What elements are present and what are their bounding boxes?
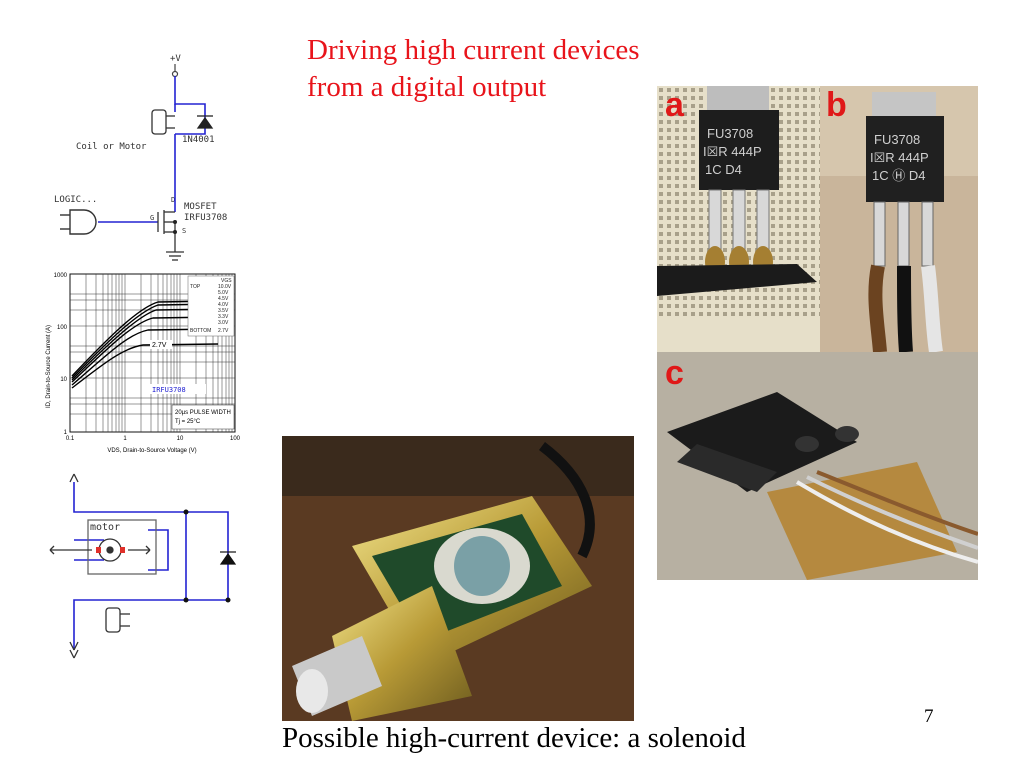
chip-b-line2: I☒R 444P [870,150,929,165]
curve-label: 2.7V [152,342,167,349]
legend-bottom: BOTTOM [190,328,211,334]
y-tick: 10 [60,377,67,383]
chip-a-line3: 1C D4 [705,162,742,177]
photo-b-mosfet-wires: FU3708 I☒R 444P 1C Ⓗ D4 b [820,86,978,352]
vgs-value: 3.5V [218,308,229,314]
x-tick: 100 [230,436,241,442]
vgs-value: 4.0V [218,302,229,308]
chip-b-line3: 1C Ⓗ D4 [872,168,925,183]
curve-10v [71,300,219,377]
graph-part-label: IRFU3708 [152,386,186,394]
vgs-value: 3.3V [218,314,229,320]
motor-schematic: motor [49,473,237,659]
legend-top: TOP [190,284,201,290]
vgs-value: 3.0V [218,320,229,326]
curve-5v [71,303,219,379]
photo-label-c: c [665,354,684,392]
vgs-value: 5.0V [218,290,229,296]
drain-label: D [171,196,175,204]
curve-4v [71,308,219,381]
legend-header: VGS [221,278,232,284]
title-line-1: Driving high current devices [307,34,640,66]
motor-label: motor [90,522,120,533]
chip-a-line2: I☒R 444P [703,144,762,159]
y-axis-label: ID, Drain-to-Source Current (A) [46,325,52,408]
pulse-label: 20µs PULSE WIDTH [175,410,231,416]
photo-label-a: a [665,86,685,124]
temp-label: Tj = 25°C [175,419,201,425]
y-tick: 100 [57,325,68,331]
source-label: S [182,227,186,235]
slide-title: Driving high current devices from a digi… [307,32,647,106]
photo-a-mosfet-breadboard: FU3708 I☒R 444P 1C D4 a [657,86,820,352]
curve-2v7 [71,343,219,389]
chip-b-line1: FU3708 [874,132,920,147]
vgs-value: 4.5V [218,296,229,302]
x-tick: 1 [123,436,127,442]
output-characteristic-graph: VGS TOP BOTTOM 10.0V 5.0V 4.5V 4.0V 3.5V… [46,273,241,454]
y-tick: 1 [64,430,68,436]
title-line-2: from a digital output [307,71,547,103]
mosfet-part-label: IRFU3708 [184,213,227,223]
chip-a-line1: FU3708 [707,126,753,141]
supply-label: +V [170,54,181,64]
curve-3v5 [71,316,219,383]
photo-c-heatsink-mount: c [657,352,978,580]
slide-caption: Possible high-current device: a solenoid [282,722,746,754]
x-tick: 0.1 [66,436,75,442]
x-axis-label: VDS, Drain-to-Source Voltage (V) [107,448,196,454]
vgs-value: 10.0V [218,284,232,290]
vgs-value: 2.7V [218,328,229,334]
curve-3v [71,328,219,386]
gate-label: G [150,214,154,222]
mosfet-type-label: MOSFET [184,202,217,212]
x-tick: 10 [177,436,184,442]
diode-label: 1N4001 [182,135,215,145]
page-number: 7 [924,706,934,727]
solenoid-photo [282,436,634,721]
coil-label: Coil or Motor [76,142,147,152]
mosfet-driver-schematic: +V Coil or Motor 1N4001 LOGIC... MOSFET … [54,54,227,261]
y-tick: 1000 [54,273,68,279]
photo-label-b: b [826,86,847,124]
logic-label: LOGIC... [54,195,97,205]
